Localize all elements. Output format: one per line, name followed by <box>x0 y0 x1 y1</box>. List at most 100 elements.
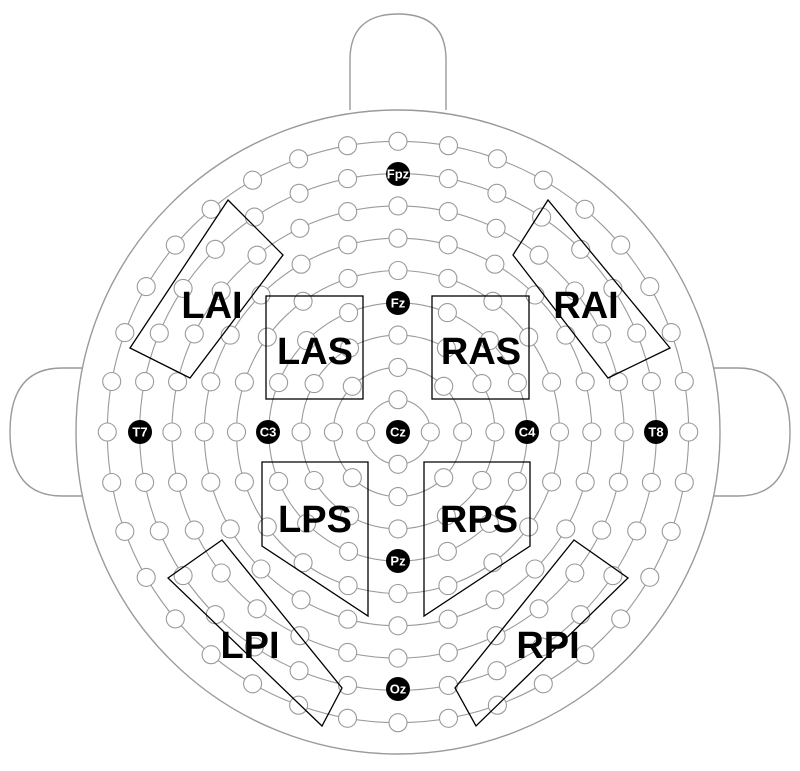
electrode-site <box>661 323 681 343</box>
electrode-site <box>269 471 289 491</box>
electrode-site <box>472 470 492 490</box>
region-label-ras: RAS <box>441 331 521 373</box>
region-label-lai: LAI <box>181 285 242 327</box>
svg-text:T7: T7 <box>132 425 147 440</box>
electrode-site <box>338 675 358 695</box>
electrode-site <box>388 390 408 410</box>
region-outline-las <box>265 295 364 400</box>
svg-text:C4: C4 <box>519 425 536 440</box>
electrode-cz: Cz <box>386 420 410 444</box>
region-label-lpi: LPI <box>220 625 279 667</box>
region-outline-rps <box>423 461 531 618</box>
electrode-site <box>627 521 647 541</box>
electrode-site <box>487 149 507 169</box>
electrode-site <box>485 254 505 274</box>
electrode-site <box>556 519 576 539</box>
electrode-site <box>438 609 458 629</box>
electrode-site <box>614 422 634 442</box>
electrode-site <box>611 609 631 629</box>
electrode-site <box>243 170 263 190</box>
electrode-site <box>388 357 408 377</box>
electrode-site <box>674 371 694 392</box>
electrode-site <box>487 661 507 681</box>
electrode-site <box>338 576 358 596</box>
electrode-site <box>575 199 595 219</box>
electrode-site <box>438 136 459 156</box>
electrode-site <box>136 277 156 297</box>
region-label-rpi: RPI <box>516 625 579 667</box>
electrode-site <box>211 563 231 583</box>
region-outlines <box>129 198 672 728</box>
electrode-site <box>220 325 240 345</box>
electrode-site <box>388 131 408 151</box>
electrode-site <box>338 202 358 222</box>
electrode-site <box>290 218 310 238</box>
electrode-site <box>542 472 562 492</box>
electrode-t7: T7 <box>128 420 152 444</box>
electrode-site <box>603 566 623 586</box>
electrode-site <box>339 541 359 561</box>
electrode-site <box>507 373 527 393</box>
electrode-site <box>149 323 169 343</box>
electrode-site <box>289 183 309 203</box>
electrode-site <box>388 583 408 604</box>
electrode-site <box>388 260 408 281</box>
electrode-site <box>205 605 225 625</box>
electrode-c3: C3 <box>256 420 280 444</box>
electrode-site <box>201 472 221 492</box>
electrode-fpz: Fpz <box>386 162 410 186</box>
electrode-site <box>97 422 117 442</box>
right-ear <box>710 367 791 497</box>
electrode-site <box>356 422 376 442</box>
nose <box>349 13 447 110</box>
electrode-site <box>571 239 591 259</box>
electrode-site <box>247 245 267 265</box>
electrode-grid <box>97 131 699 733</box>
electrode-site <box>420 422 440 442</box>
electrode-oz: Oz <box>386 677 410 701</box>
electrode-site <box>323 422 343 442</box>
electrode-site <box>257 517 277 537</box>
electrode-site <box>194 422 214 442</box>
electrode-site <box>289 695 309 715</box>
electrode-site <box>251 559 271 579</box>
electrode-site <box>338 268 358 288</box>
electrode-site <box>529 245 549 265</box>
svg-text:T8: T8 <box>648 425 663 440</box>
electrode-site <box>640 277 660 297</box>
electrode-site <box>135 472 155 492</box>
electrode-site <box>338 235 358 255</box>
electrode-site <box>184 520 204 540</box>
electrode-site <box>438 169 458 189</box>
electrode-site <box>291 590 311 610</box>
electrode-site <box>136 567 156 587</box>
electrode-site <box>201 199 221 219</box>
electrode-site <box>388 616 408 636</box>
electrode-site <box>487 183 507 203</box>
electrode-site <box>575 472 595 492</box>
electrode-site <box>679 422 699 442</box>
electrode-site <box>388 713 408 733</box>
electrode-site <box>582 422 602 442</box>
electrode-site <box>115 521 135 541</box>
electrode-site <box>201 372 221 392</box>
electrode-c4: C4 <box>515 420 539 444</box>
left-ear <box>9 367 90 497</box>
electrode-site <box>437 541 457 561</box>
electrode-site <box>168 472 188 492</box>
electrode-site <box>434 468 454 488</box>
electrode-site <box>304 470 324 491</box>
electrode-site <box>297 331 317 351</box>
electrode-site <box>234 372 254 392</box>
svg-text:Oz: Oz <box>390 682 407 697</box>
electrode-site <box>293 553 313 573</box>
region-outline-lai <box>129 198 284 379</box>
electrode-site <box>339 338 360 358</box>
electrode-site <box>641 472 661 492</box>
electrode-site <box>661 521 681 541</box>
electrode-site <box>674 472 694 493</box>
electrode-site <box>338 642 358 662</box>
electrode-site <box>592 520 612 540</box>
electrode-site <box>337 136 358 156</box>
